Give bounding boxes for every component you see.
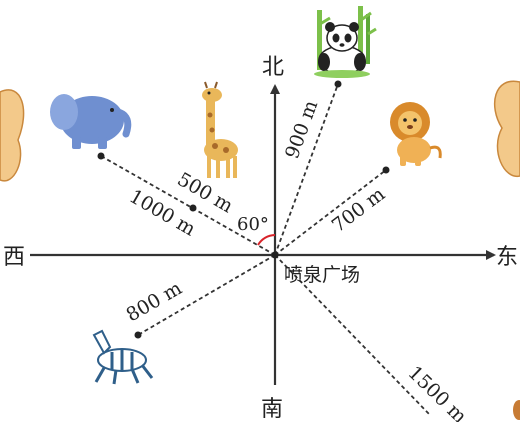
panda-illustration (314, 6, 377, 78)
angle-arc (257, 234, 276, 246)
giraffe-point (189, 204, 197, 212)
butterfly-left-decoration (0, 89, 25, 182)
panda-point (334, 80, 342, 88)
center-point (271, 251, 279, 259)
zebra-point (134, 331, 142, 339)
south-label: 南 (261, 397, 283, 422)
angle-label: 60° (237, 214, 269, 235)
lion-illustration (390, 102, 442, 166)
elephant-illustration (50, 94, 132, 149)
north-label: 北 (262, 55, 284, 80)
giraffe-illustration (202, 81, 238, 178)
route-line-zebra (137, 254, 276, 336)
fountain-plaza-label: 喷泉广场 (284, 264, 360, 286)
west-label: 西 (3, 245, 25, 270)
partial-animal-bottom-right (513, 400, 520, 420)
butterfly-right-decoration (494, 80, 520, 177)
route-line-panda (274, 83, 339, 256)
lion-point (382, 166, 390, 174)
route-line-southeast (274, 254, 431, 416)
distance-label-panda: 900 m (281, 97, 322, 161)
elephant-point (97, 152, 105, 160)
east-label: 东 (496, 245, 518, 270)
zebra-illustration (92, 329, 154, 385)
distance-label-southeast: 1500 m (404, 362, 471, 422)
route-line-giraffe-elephant (100, 155, 276, 256)
route-line-lion (274, 169, 387, 256)
distance-label-zebra: 800 m (123, 277, 186, 326)
